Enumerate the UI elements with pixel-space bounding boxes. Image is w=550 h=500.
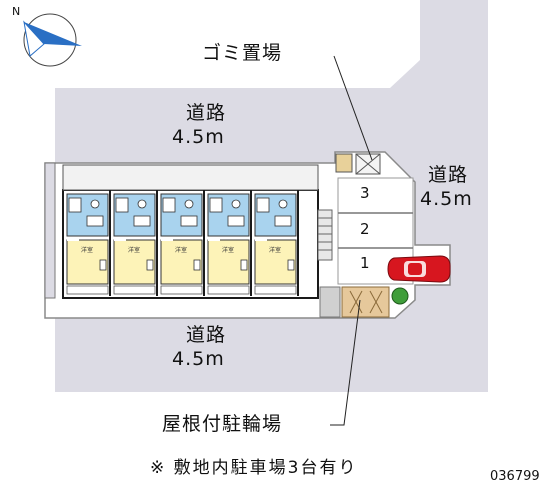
road-top-label: 道路 xyxy=(186,102,227,124)
road-top-width: 4.5m xyxy=(172,126,225,148)
road-bottom-label: 道路 xyxy=(186,324,227,346)
unit: 洋室 xyxy=(160,190,205,296)
parking-note: ※ 敷地内駐車場3台有り xyxy=(150,458,358,478)
stairs xyxy=(317,209,333,261)
unit-room-label: 洋室 xyxy=(81,246,93,254)
leader-bike xyxy=(330,299,361,426)
hallway xyxy=(62,164,319,191)
unit-room-label: 洋室 xyxy=(222,246,234,254)
boundary-wall xyxy=(44,162,56,299)
unit: 洋室 xyxy=(254,190,299,296)
unit-room-label: 洋室 xyxy=(269,246,281,254)
unit: 洋室 xyxy=(66,190,111,296)
parking-space-3: 3 xyxy=(360,184,370,202)
bike-parking-label: 屋根付駐輪場 xyxy=(160,413,285,435)
unit-room-label: 洋室 xyxy=(175,246,187,254)
planting xyxy=(391,287,409,305)
unit: 洋室 xyxy=(113,190,158,296)
parking-space-2: 2 xyxy=(360,220,370,238)
unit-room-label: 洋室 xyxy=(128,246,140,254)
leader-garbage xyxy=(333,55,373,161)
meter-box xyxy=(335,153,353,173)
garbage-label: ゴミ置場 xyxy=(200,42,285,64)
road-right-label: 道路 xyxy=(428,164,469,186)
bike-parking-area xyxy=(341,286,390,318)
bike-parking-side xyxy=(319,286,341,318)
unit: 洋室 xyxy=(207,190,252,296)
map-id: 036799 xyxy=(490,469,540,484)
road-bottom-width: 4.5m xyxy=(172,348,225,370)
car xyxy=(387,255,451,283)
parking-space-1: 1 xyxy=(360,254,370,272)
road-right-width: 4.5m xyxy=(420,188,473,210)
compass-icon xyxy=(23,13,82,67)
compass-north-label: N xyxy=(12,5,21,18)
